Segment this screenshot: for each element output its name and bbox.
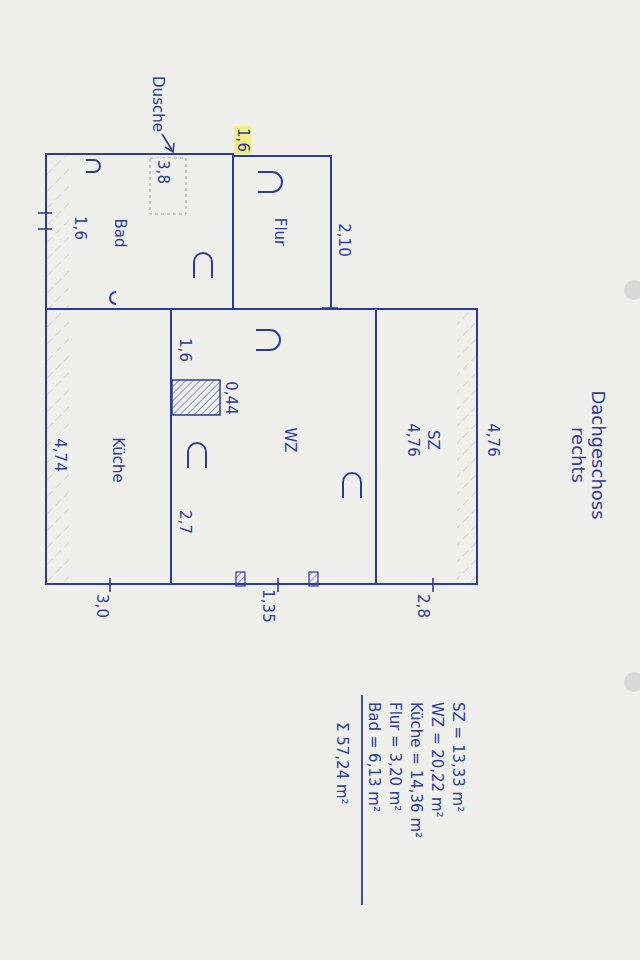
sum-line [361,695,363,905]
punch-hole [624,672,640,692]
dimension-label: 2,7 [177,508,194,536]
room-name: WZ [282,427,299,452]
dimension-label: 4,74 [52,436,69,473]
area-summary: Küche = 14,36 m² [408,700,425,840]
dimension-label: 1,6 [235,126,252,154]
dimension-label: Dusche [150,74,167,134]
dimension-label: 3,0 [94,592,111,620]
room-name: Küche [110,437,127,483]
dimension-ticks [38,213,433,592]
room: SZ [375,308,478,585]
leader-arrow [162,134,174,152]
area-summary: WZ = 20,22 m² [429,700,446,820]
dimension-label: 2,10 [336,221,353,258]
area-summary: SZ = 13,33 m² [450,700,467,814]
shower-area [150,158,186,214]
wall-hatch [47,155,69,583]
dimension-label: 1,6 [72,214,89,242]
wall-hatch [457,311,476,583]
dimension-label: 4,76 [485,421,502,458]
dimension-label: 1,6 [177,336,194,364]
dimension-label: 2,8 [415,592,432,620]
room: Flur [232,155,332,310]
door-symbols [86,160,361,498]
dimension-label: 3,8 [155,158,172,186]
area-summary: Σ 57,24 m² [334,720,351,807]
dimension-label: 4,76 [405,421,422,458]
punch-hole [624,280,640,300]
chimney [172,380,220,415]
room-name: Bad [112,218,129,247]
room: WZ [170,308,377,585]
dimension-label: 0,44 [223,379,240,416]
area-summary: Bad = 6,13 m² [366,700,383,814]
dimension-label: 1,35 [260,587,277,624]
room-name: SZ [425,430,442,450]
sheet-title: Dachgeschoss rechts [568,385,608,525]
area-summary: Flur = 3,20 m² [387,700,404,813]
room-name: Flur [272,218,289,246]
